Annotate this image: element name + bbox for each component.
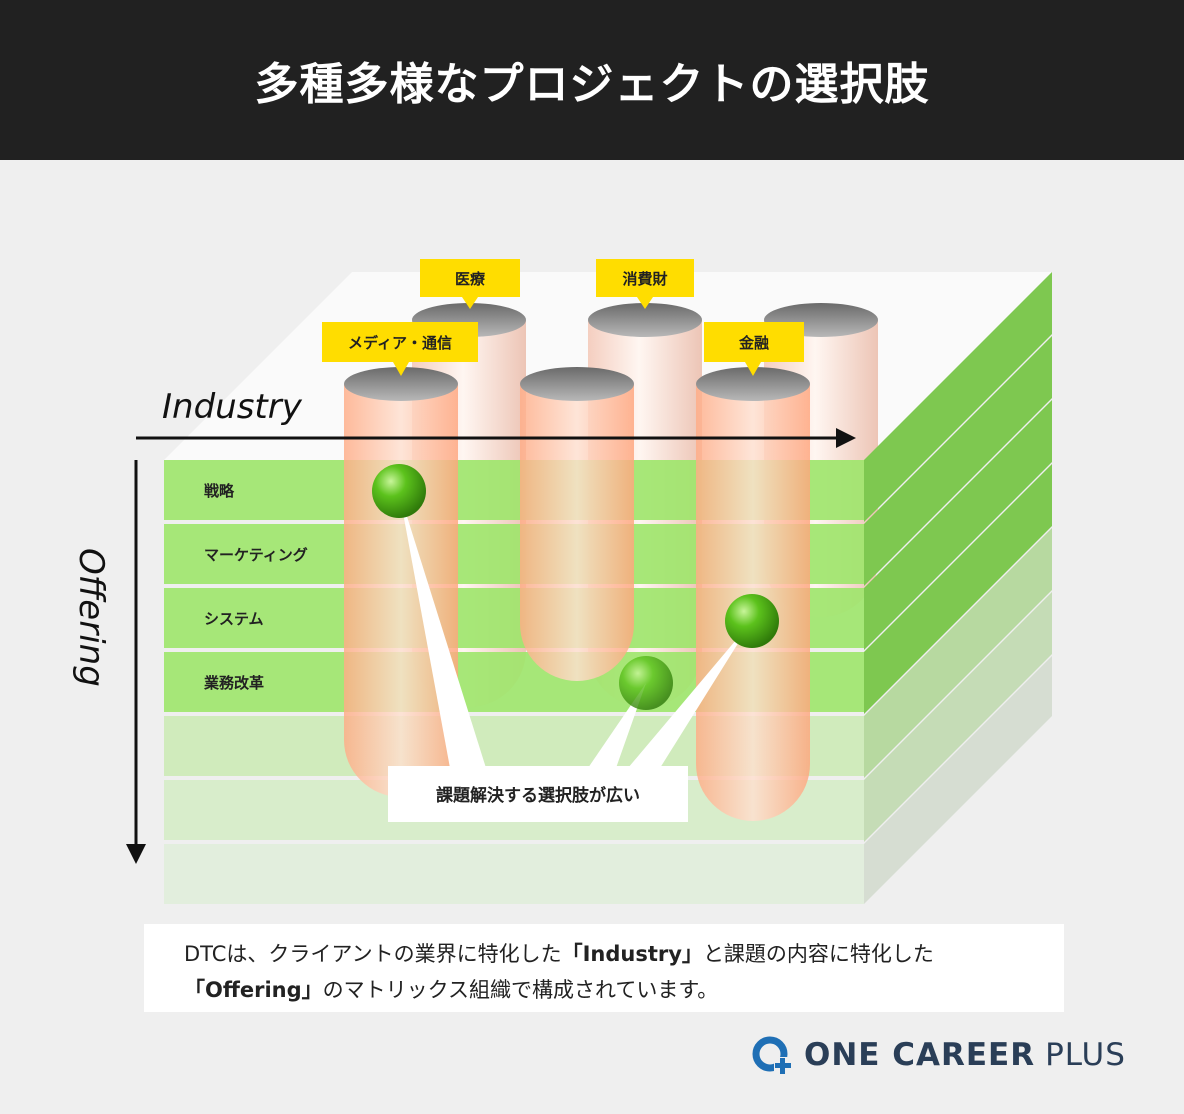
offering-label-marketing: マーケティング — [204, 546, 308, 564]
tube-media — [344, 367, 458, 797]
brand-icon — [752, 1036, 792, 1075]
offering-label-strategy: 戦略 — [204, 482, 235, 500]
svg-text:金融: 金融 — [738, 334, 769, 352]
svg-text:医療: 医療 — [455, 270, 486, 288]
caption-line-1: DTCは、クライアントの業界に特化した「Industry」と課題の内容に特化した — [184, 942, 934, 966]
tag-shohizai: 消費財 — [596, 259, 694, 309]
industry-axis: Industry — [136, 387, 856, 448]
page-title: 多種多様なプロジェクトの選択肢 — [0, 0, 1184, 160]
svg-text:メディア・通信: メディア・通信 — [348, 334, 452, 352]
project-ball-operations — [619, 656, 673, 710]
callout-text: 課題解決する選択肢が広い — [436, 785, 640, 806]
tube-middle — [520, 367, 634, 681]
svg-text:消費財: 消費財 — [622, 270, 667, 288]
tube-kinyu — [696, 367, 810, 821]
project-ball-strategy — [372, 464, 426, 518]
offering-axis-label: Offering — [71, 548, 111, 687]
brand-name: ONE CAREER — [804, 1037, 1036, 1073]
offering-label-operations: 業務改革 — [203, 674, 264, 692]
callout-box: 課題解決する選択肢が広い — [388, 766, 688, 822]
brand-logo: ONE CAREER PLUS — [752, 1034, 1126, 1076]
offering-axis: Offering — [71, 460, 146, 864]
industry-axis-label: Industry — [162, 387, 303, 427]
project-ball-system — [725, 594, 779, 648]
box-right-face — [864, 272, 1052, 904]
brand-suffix: PLUS — [1045, 1037, 1126, 1073]
tag-media: メディア・通信 — [322, 322, 478, 376]
offering-label-system: システム — [204, 610, 264, 628]
tag-iryo: 医療 — [420, 259, 520, 309]
tag-kinyu: 金融 — [704, 322, 804, 376]
caption: DTCは、クライアントの業界に特化した「Industry」と課題の内容に特化した… — [144, 924, 1064, 1012]
caption-line-2: 「Offering」のマトリックス組織で構成されています。 — [184, 978, 719, 1002]
